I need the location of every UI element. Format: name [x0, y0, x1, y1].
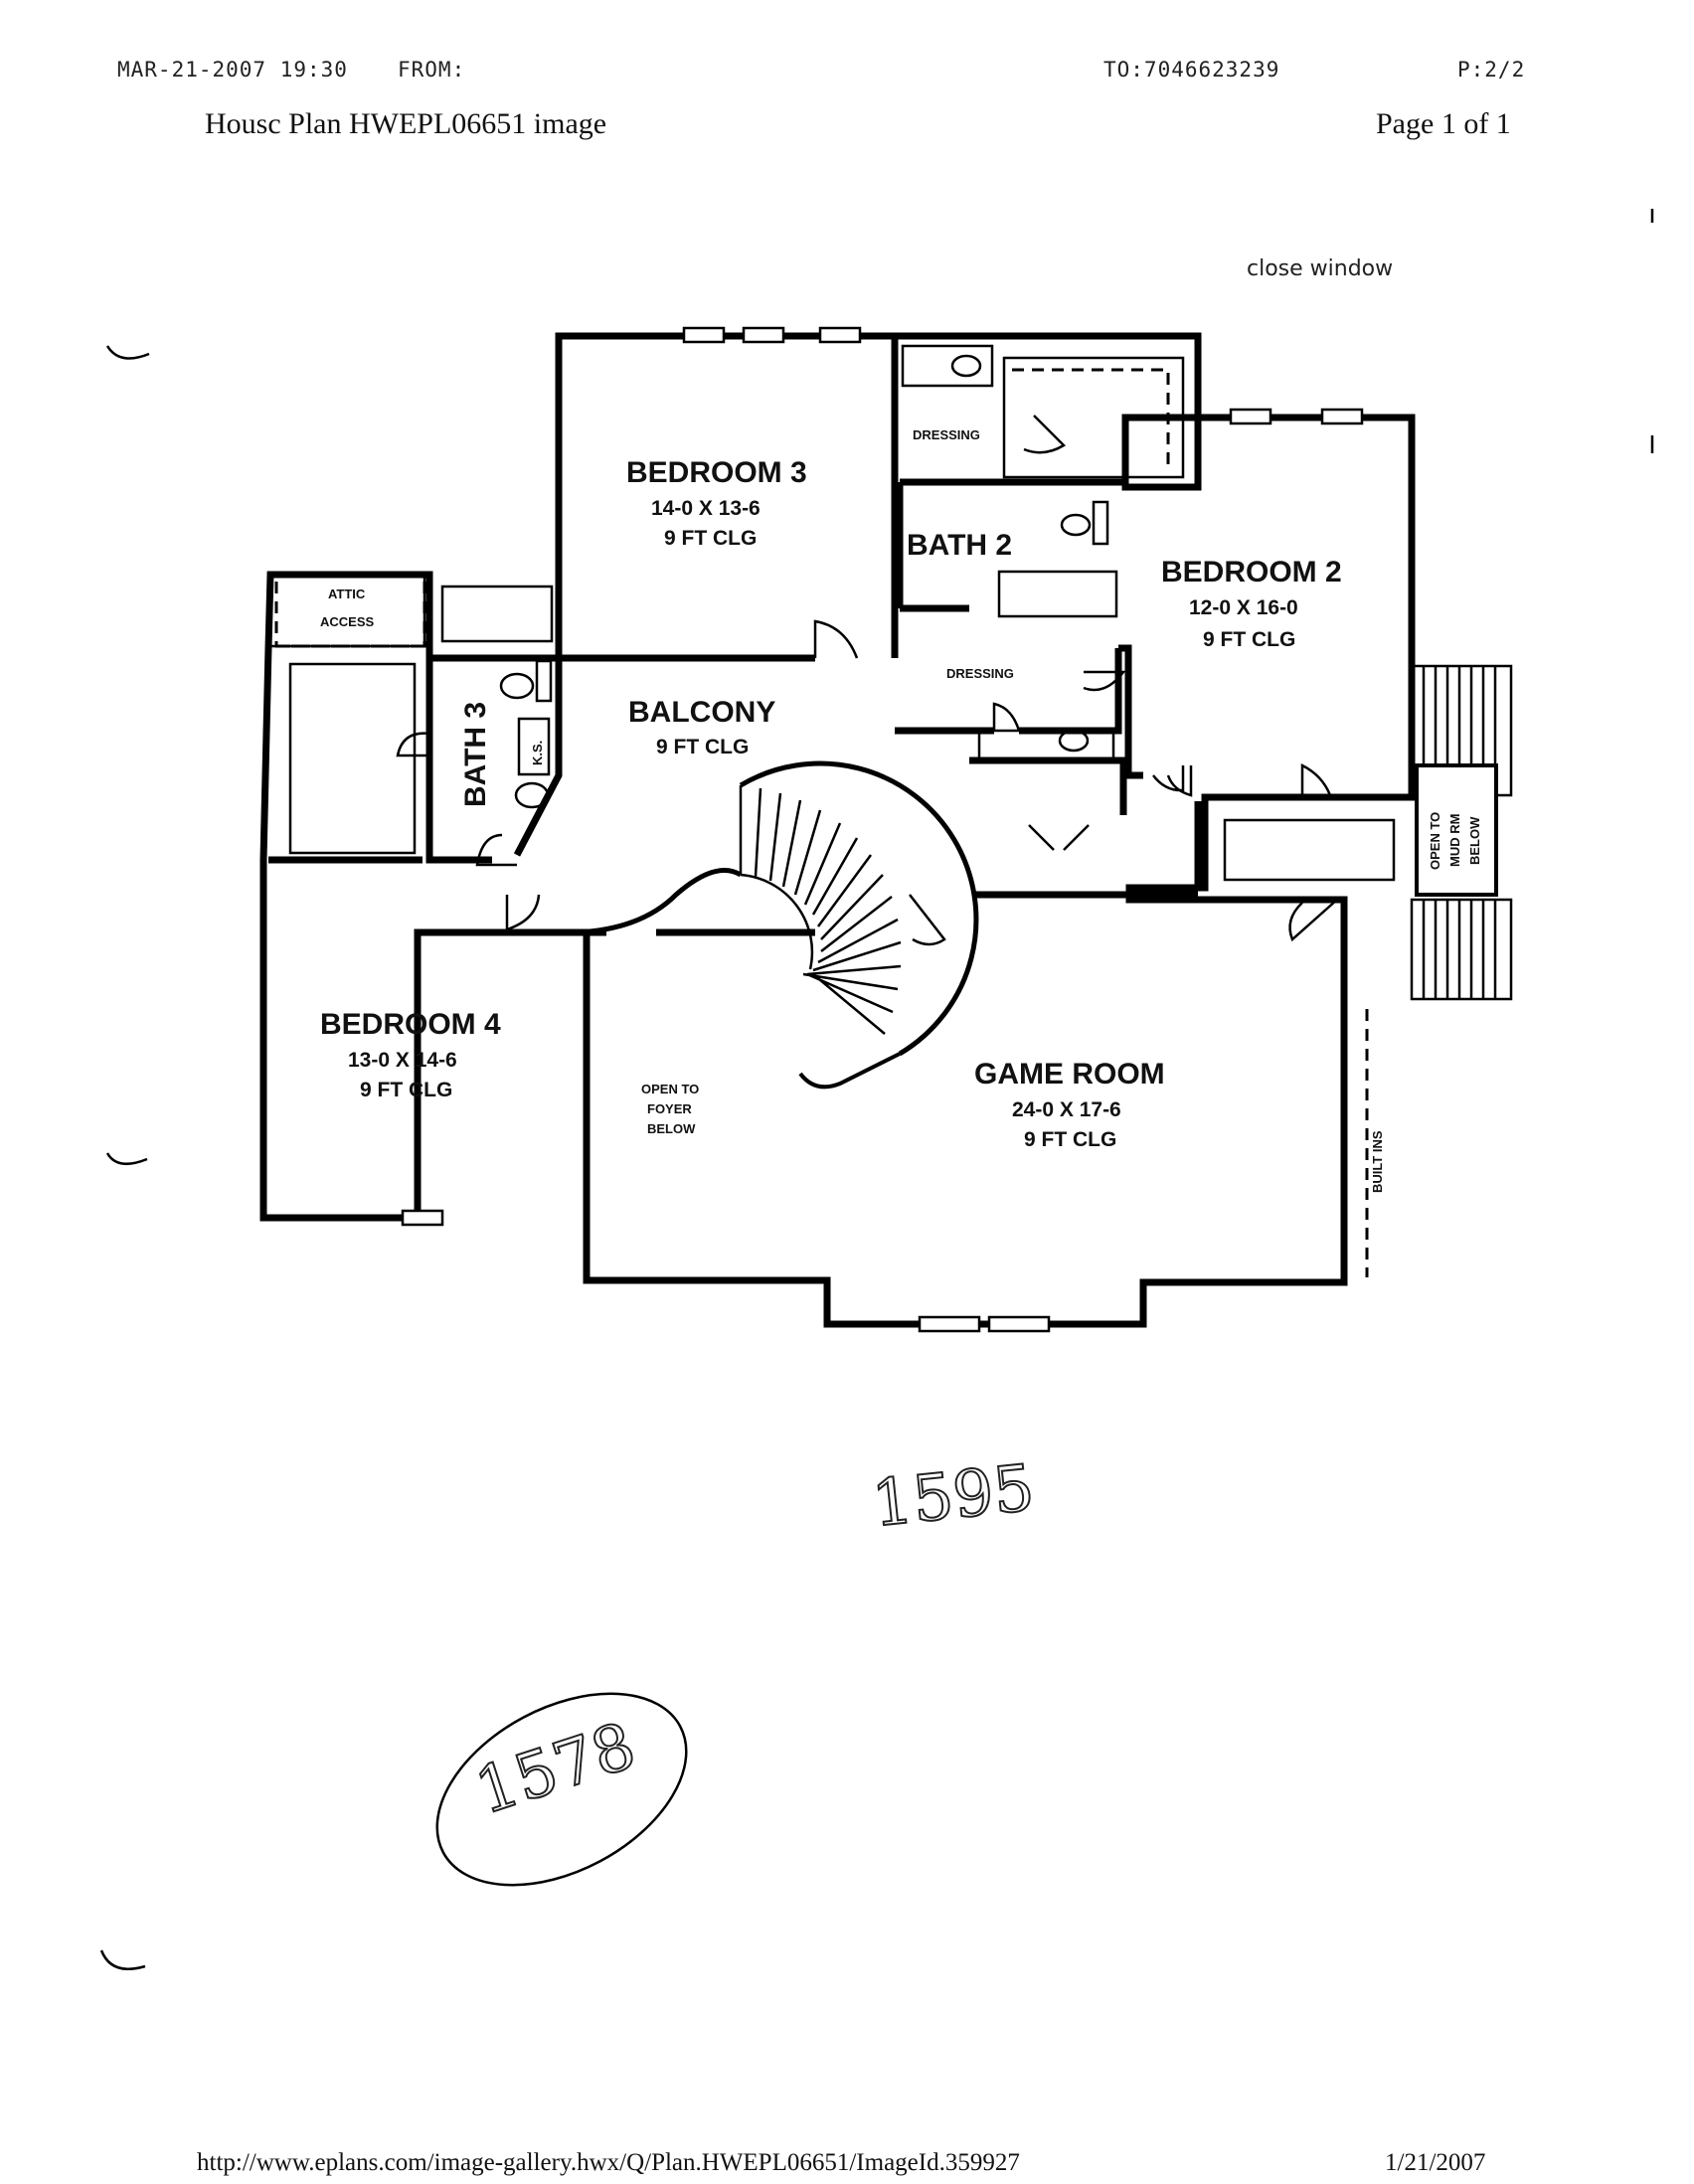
open-to-mud-label-1: OPEN TO [1428, 812, 1442, 870]
access-label: ACCESS [320, 614, 375, 629]
attic-label: ATTIC [328, 587, 366, 601]
fax-datetime: MAR-21-2007 19:30 [117, 58, 348, 82]
bedroom3-name: BEDROOM 3 [626, 456, 807, 489]
spiral-stair [576, 760, 979, 1090]
built-ins-label: BUILT INS [1370, 1130, 1385, 1193]
attic-access-outline [268, 575, 426, 648]
handwritten-note-1578: 1578 [467, 1710, 644, 1830]
close-window-link[interactable]: close window [1247, 256, 1394, 281]
handwritten-circle [435, 1692, 688, 1887]
game-room-size: 24-0 X 17-6 [1012, 1098, 1121, 1121]
scan-marks [99, 209, 1654, 1970]
bedroom2-size: 12-0 X 16-0 [1189, 596, 1298, 619]
fax-page: P:2/2 [1457, 58, 1526, 82]
door-swings [396, 415, 1338, 946]
page-title: Housc Plan HWEPL06651 image [205, 107, 607, 140]
bath3-name: BATH 3 [459, 702, 492, 807]
bedroom4-size: 13-0 X 14-6 [348, 1049, 457, 1072]
bedroom2-name: BEDROOM 2 [1161, 556, 1342, 588]
footer-url[interactable]: http://www.eplans.com/image-gallery.hwx/… [197, 2149, 1020, 2176]
dressing-lower-label: DRESSING [946, 666, 1014, 681]
dressing-upper-label: DRESSING [913, 427, 980, 442]
game-room-name: GAME ROOM [974, 1058, 1165, 1091]
fax-to: TO:7046623239 [1103, 58, 1280, 82]
game-room-ceiling: 9 FT CLG [1024, 1128, 1116, 1151]
below-label: BELOW [647, 1121, 696, 1136]
open-to-mud-label-2: MUD RM [1447, 814, 1462, 867]
side-stairs [1410, 664, 1513, 1001]
page-counter: Page 1 of 1 [1376, 107, 1511, 140]
handwritten-note-1595: 1595 [869, 1451, 1038, 1542]
fax-from: FROM: [398, 58, 466, 82]
foyer-label: FOYER [647, 1101, 692, 1116]
balcony-ceiling: 9 FT CLG [656, 736, 749, 758]
bedroom4-ceiling: 9 FT CLG [360, 1079, 452, 1101]
open-to-mud-label-3: BELOW [1467, 816, 1482, 865]
open-to-label: OPEN TO [641, 1082, 699, 1096]
bedroom3-ceiling: 9 FT CLG [664, 527, 757, 550]
footer-date: 1/21/2007 [1385, 2149, 1486, 2176]
bedroom2-ceiling: 9 FT CLG [1203, 628, 1295, 651]
dashed-lines [274, 368, 1369, 1277]
bath2-name: BATH 2 [907, 529, 1012, 562]
window-marks [401, 326, 1364, 1333]
bedroom3-size: 14-0 X 13-6 [651, 497, 761, 520]
ks-label: K.S. [530, 741, 545, 765]
balcony-name: BALCONY [628, 696, 775, 729]
bedroom4-name: BEDROOM 4 [320, 1008, 501, 1041]
